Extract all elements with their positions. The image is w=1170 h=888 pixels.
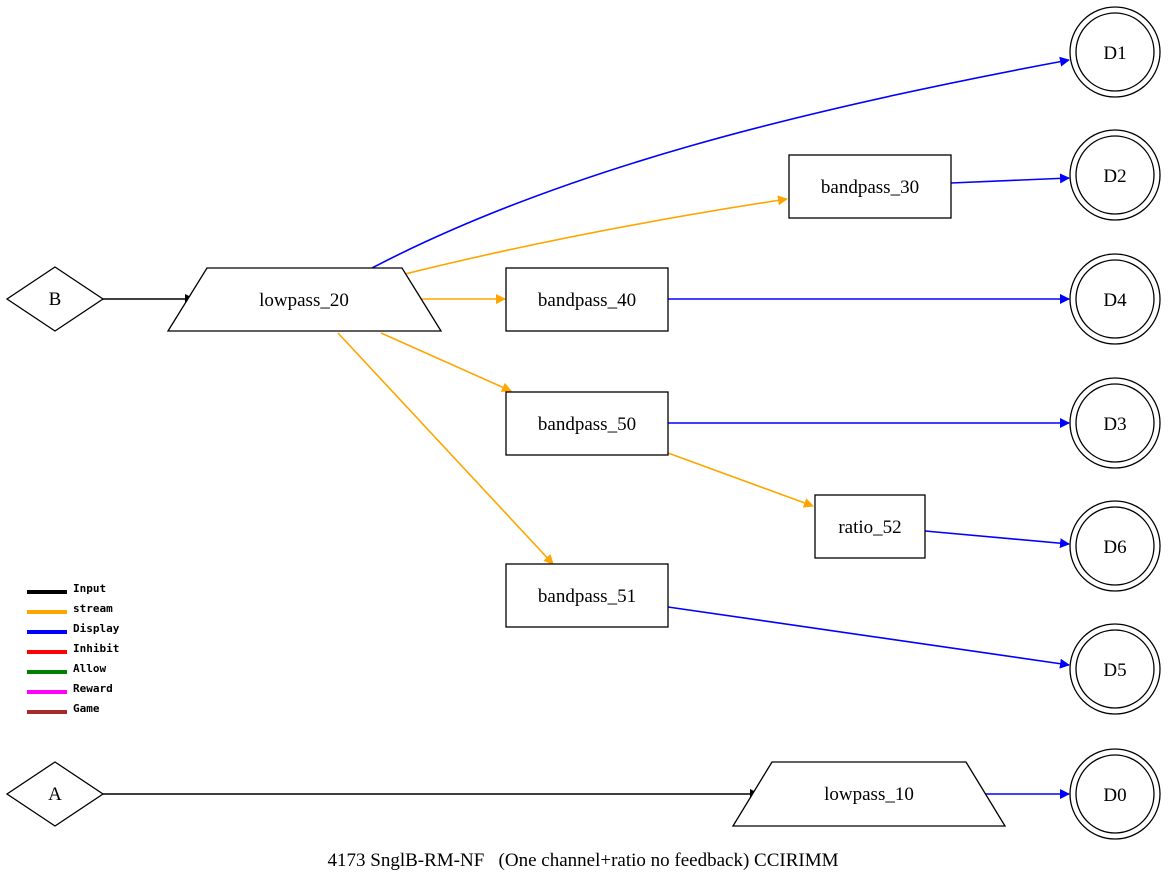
node-D6: D6 — [1069, 500, 1161, 592]
edge-ratio_52-to-D6 — [924, 530, 1070, 549]
legend-label-input: Input — [73, 582, 106, 595]
node-D0-label: D0 — [1103, 785, 1126, 806]
legend-item-reward: Reward — [27, 682, 113, 695]
legend-label-allow: Allow — [73, 662, 106, 675]
legend-item-game: Game — [27, 702, 100, 715]
edge-lowpass_20-to-D1 — [371, 56, 1070, 269]
node-ratio_52: ratio_52 — [814, 494, 926, 559]
node-D6-label: D6 — [1103, 537, 1126, 558]
node-bandpass_30: bandpass_30 — [788, 154, 952, 219]
node-A: A — [5, 761, 105, 827]
node-D2-label: D2 — [1103, 166, 1126, 187]
node-D4-label: D4 — [1103, 290, 1127, 311]
node-D1: D1 — [1069, 6, 1161, 98]
node-bandpass_51: bandpass_51 — [505, 563, 669, 628]
nodes: B A lowpass_20 lowpass_10 bandpass_30 ba… — [5, 6, 1161, 840]
node-B: B — [5, 266, 105, 332]
edge-bandpass_50-to-ratio_52 — [667, 452, 814, 508]
node-lowpass_20-label: lowpass_20 — [259, 290, 349, 311]
node-bandpass_50-label: bandpass_50 — [538, 414, 636, 435]
legend-item-inhibit: Inhibit — [27, 642, 119, 655]
node-bandpass_50: bandpass_50 — [505, 391, 669, 456]
node-bandpass_40: bandpass_40 — [505, 267, 669, 332]
node-bandpass_40-label: bandpass_40 — [538, 290, 636, 311]
node-D3: D3 — [1069, 377, 1161, 469]
edge-lowpass_20-to-bandpass_30 — [392, 195, 788, 278]
legend-item-allow: Allow — [27, 662, 106, 675]
edges — [103, 56, 1070, 799]
legend-label-inhibit: Inhibit — [73, 642, 119, 655]
legend-label-display: Display — [73, 622, 120, 635]
node-D5: D5 — [1069, 623, 1161, 715]
node-D4: D4 — [1069, 253, 1161, 345]
legend-label-game: Game — [73, 702, 100, 715]
node-B-label: B — [49, 289, 62, 310]
legend-label-stream: stream — [73, 602, 113, 615]
node-bandpass_51-label: bandpass_51 — [538, 586, 636, 607]
node-D2: D2 — [1069, 129, 1161, 221]
edge-bandpass_30-to-D2 — [950, 173, 1070, 184]
node-lowpass_10-label: lowpass_10 — [824, 784, 914, 805]
node-bandpass_30-label: bandpass_30 — [821, 177, 919, 198]
node-D3-label: D3 — [1103, 414, 1126, 435]
legend-item-input: Input — [27, 582, 106, 595]
legend-label-reward: Reward — [73, 682, 113, 695]
node-D5-label: D5 — [1103, 660, 1126, 681]
edge-bandpass_51-to-D5 — [667, 606, 1070, 669]
node-lowpass_10: lowpass_10 — [731, 761, 1007, 827]
node-D0: D0 — [1069, 748, 1161, 840]
edge-lowpass_20-to-bandpass_50 — [380, 332, 512, 392]
node-D1-label: D1 — [1103, 43, 1126, 64]
node-lowpass_20: lowpass_20 — [166, 267, 443, 332]
edge-lowpass_20-to-bandpass_51 — [337, 332, 554, 565]
node-ratio_52-label: ratio_52 — [838, 517, 901, 538]
diagram-caption: 4173 SnglB-RM-NF (One channel+ratio no f… — [328, 850, 839, 871]
legend-item-stream: stream — [27, 602, 113, 615]
legend: Input stream Display Inhibit Allow Rewar… — [27, 582, 120, 715]
node-A-label: A — [48, 784, 62, 805]
legend-item-display: Display — [27, 622, 120, 635]
